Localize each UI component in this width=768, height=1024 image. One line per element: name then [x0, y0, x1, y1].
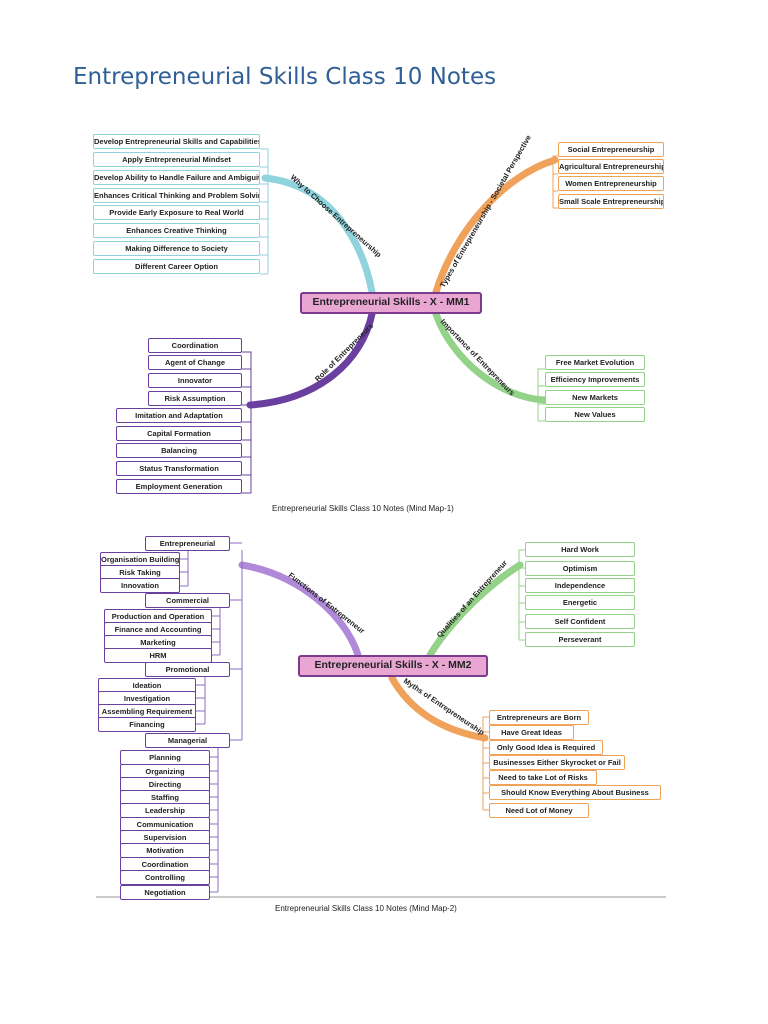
mind-map-2-center: Entrepreneurial Skills - X - MM2	[298, 655, 488, 677]
why-connector	[260, 148, 269, 275]
myths-item: Only Good Idea is Required	[489, 740, 603, 755]
why-item: Provide Early Exposure to Real World	[93, 205, 260, 220]
myths-item: Need to take Lot of Risks	[489, 770, 597, 785]
myths-item: Should Know Everything About Business	[489, 785, 661, 800]
role-item: Capital Formation	[116, 426, 242, 441]
role-connector	[242, 351, 252, 494]
types-item: Agricultural Entrepreneurship	[558, 159, 664, 174]
why-item: Apply Entrepreneurial Mindset	[93, 152, 260, 167]
branch-types-label: Types of Entrepreneurship - Societal Per…	[438, 133, 533, 289]
branch-role-ribbon	[246, 310, 376, 409]
why-item: Develop Ability to Handle Failure and Am…	[93, 170, 260, 185]
role-item: Innovator	[148, 373, 242, 388]
role-item: Employment Generation	[116, 479, 242, 494]
mind-map-1-center: Entrepreneurial Skills - X - MM1	[300, 292, 482, 314]
role-item: Imitation and Adaptation	[116, 408, 242, 423]
mind-map-1-caption: Entrepreneurial Skills Class 10 Notes (M…	[272, 504, 454, 513]
why-item: Enhances Critical Thinking and Problem S…	[93, 188, 260, 203]
myths-item: Have Great Ideas	[489, 725, 574, 740]
branch-myths-ribbon	[388, 674, 489, 742]
role-item: Status Transformation	[116, 461, 242, 476]
branch-qualities-label: Qualities of an Entrepreneur	[435, 558, 509, 639]
mind-map-1: Why to Choose Entrepreneurship Types of …	[93, 133, 664, 513]
importance-item: Efficiency Improvements	[545, 372, 645, 387]
functions-item: Controlling	[120, 870, 210, 885]
mind-map-2-connectors: Functions of Entrepreneur Qualities of a…	[96, 542, 666, 898]
branch-types-ribbon	[432, 156, 559, 296]
functions-item: Planning	[120, 750, 210, 765]
functions-entrepreneurial-connector	[180, 548, 189, 587]
why-item: Develop Entrepreneurial Skills and Capab…	[93, 134, 260, 149]
functions-group-commercial: Commercial	[145, 593, 230, 608]
why-item: Enhances Creative Thinking	[93, 223, 260, 238]
functions-commercial-connector	[212, 605, 221, 656]
myths-item: Businesses Either Skyrocket or Fail	[489, 755, 625, 770]
functions-item: Innovation	[100, 578, 180, 593]
qualities-item: Energetic	[525, 595, 635, 610]
importance-item: New Markets	[545, 390, 645, 405]
why-item: Making Difference to Society	[93, 241, 260, 256]
branch-role-label: Role of Entrepreneurs	[313, 321, 375, 383]
qualities-item: Independence	[525, 578, 635, 593]
types-connector	[552, 155, 558, 209]
functions-managerial-connector	[210, 746, 219, 893]
mind-map-2-caption: Entrepreneurial Skills Class 10 Notes (M…	[275, 904, 457, 913]
branch-why-ribbon	[261, 174, 376, 296]
role-item: Balancing	[116, 443, 242, 458]
functions-group-entrepreneurial: Entrepreneurial	[145, 536, 230, 551]
functions-item: Motivation	[120, 843, 210, 858]
functions-promotional-connector	[196, 674, 206, 725]
myths-item: Need Lot of Money	[489, 803, 589, 818]
myths-item: Entrepreneurs are Born	[489, 710, 589, 725]
functions-group-managerial: Managerial	[145, 733, 230, 748]
branch-importance-ribbon	[432, 310, 549, 404]
functions-item: Financing	[98, 717, 196, 732]
why-item: Different Career Option	[93, 259, 260, 274]
branch-functions-ribbon	[238, 561, 362, 659]
types-item: Women Entrepreneurship	[558, 176, 664, 191]
role-item: Agent of Change	[148, 355, 242, 370]
qualities-item: Perseverant	[525, 632, 635, 647]
role-item: Coordination	[148, 338, 242, 353]
branch-why-label: Why to Choose Entrepreneurship	[289, 173, 384, 260]
importance-item: Free Market Evolution	[545, 355, 645, 370]
qualities-item: Self Confident	[525, 614, 635, 629]
functions-trunk	[230, 542, 243, 741]
types-item: Small Scale Entrepreneurship	[558, 194, 664, 209]
functions-item: HRM	[104, 648, 212, 663]
branch-functions-label: Functions of Entrepreneur	[287, 570, 367, 635]
myths-connector	[482, 716, 489, 811]
functions-item: Leadership	[120, 803, 210, 818]
page-title: Entrepreneurial Skills Class 10 Notes	[73, 64, 497, 90]
importance-item: New Values	[545, 407, 645, 422]
functions-group-promotional: Promotional	[145, 662, 230, 677]
qualities-connector	[518, 549, 525, 641]
qualities-item: Optimism	[525, 561, 635, 576]
branch-importance-label: Importance of Entrepreneurs	[439, 317, 517, 397]
qualities-item: Hard Work	[525, 542, 635, 557]
mind-map-2: Functions of Entrepreneur Qualities of a…	[0, 520, 768, 930]
role-item: Risk Assumption	[148, 391, 242, 406]
importance-connector	[537, 368, 545, 422]
mind-map-1-connectors: Why to Choose Entrepreneurship Types of …	[242, 133, 559, 494]
functions-item: Negotiation	[120, 885, 210, 900]
types-item: Social Entrepreneurship	[558, 142, 664, 157]
branch-qualities-ribbon	[426, 561, 524, 659]
